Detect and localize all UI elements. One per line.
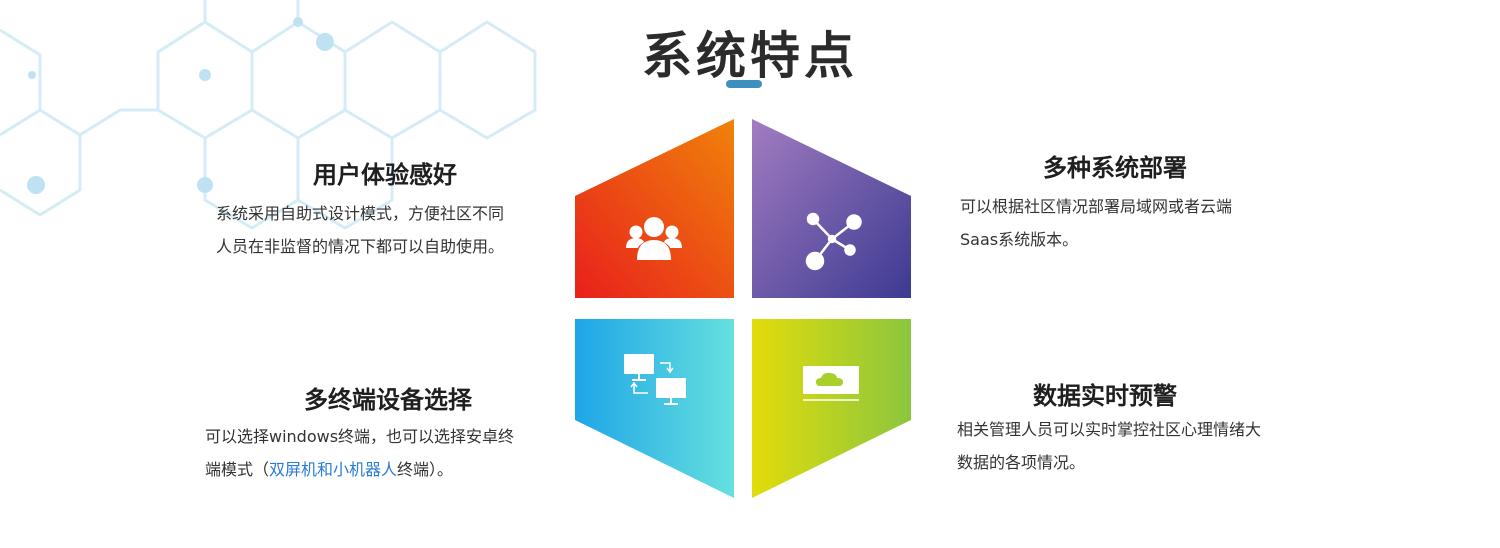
desc-line: 端模式（ bbox=[205, 460, 270, 479]
devices-icon bbox=[624, 354, 686, 405]
desc-line: 系统采用自助式设计模式，方便社区不同 bbox=[216, 204, 505, 223]
background-network-decoration bbox=[0, 0, 537, 230]
feature-desc-user-experience: 系统采用自助式设计模式，方便社区不同 人员在非监督的情况下都可以自助使用。 bbox=[216, 197, 504, 263]
desc-line: Saas系统版本。 bbox=[960, 230, 1079, 249]
feature-desc-multi-terminal: 可以选择windows终端，也可以选择安卓终 端模式（双屏机和小机器人终端）。 bbox=[205, 420, 514, 486]
desc-line: 人员在非监督的情况下都可以自助使用。 bbox=[216, 237, 505, 256]
title-underline-bar bbox=[726, 80, 762, 88]
cloud-monitor-icon bbox=[803, 366, 859, 401]
feature-title-data-warning: 数据实时预警 bbox=[1033, 382, 1177, 410]
desc-line: 数据的各项情况。 bbox=[957, 453, 1086, 472]
feature-hexagon bbox=[575, 119, 911, 498]
network-icon bbox=[805, 212, 862, 271]
feature-title-user-experience: 用户体验感好 bbox=[313, 161, 457, 189]
feature-desc-data-warning: 相关管理人员可以实时掌控社区心理情绪大 数据的各项情况。 bbox=[957, 413, 1261, 479]
desc-highlight: 双屏机和小机器人 bbox=[269, 460, 398, 479]
panel-deployment bbox=[752, 119, 911, 298]
panel-user-experience bbox=[575, 119, 734, 298]
page-title: 系统特点 bbox=[642, 27, 858, 85]
desc-line: 相关管理人员可以实时掌控社区心理情绪大 bbox=[957, 420, 1262, 439]
panel-multi-terminal bbox=[575, 319, 734, 498]
feature-title-multi-terminal: 多终端设备选择 bbox=[304, 386, 472, 414]
users-icon bbox=[626, 217, 682, 260]
feature-title-deployment: 多种系统部署 bbox=[1043, 154, 1187, 182]
feature-desc-deployment: 可以根据社区情况部署局域网或者云端 Saas系统版本。 bbox=[960, 190, 1232, 256]
desc-line: 可以根据社区情况部署局域网或者云端 bbox=[960, 197, 1233, 216]
desc-line: 终端）。 bbox=[397, 460, 454, 479]
panel-data-warning bbox=[752, 319, 911, 498]
desc-line: 可以选择windows终端，也可以选择安卓终 bbox=[205, 427, 515, 446]
